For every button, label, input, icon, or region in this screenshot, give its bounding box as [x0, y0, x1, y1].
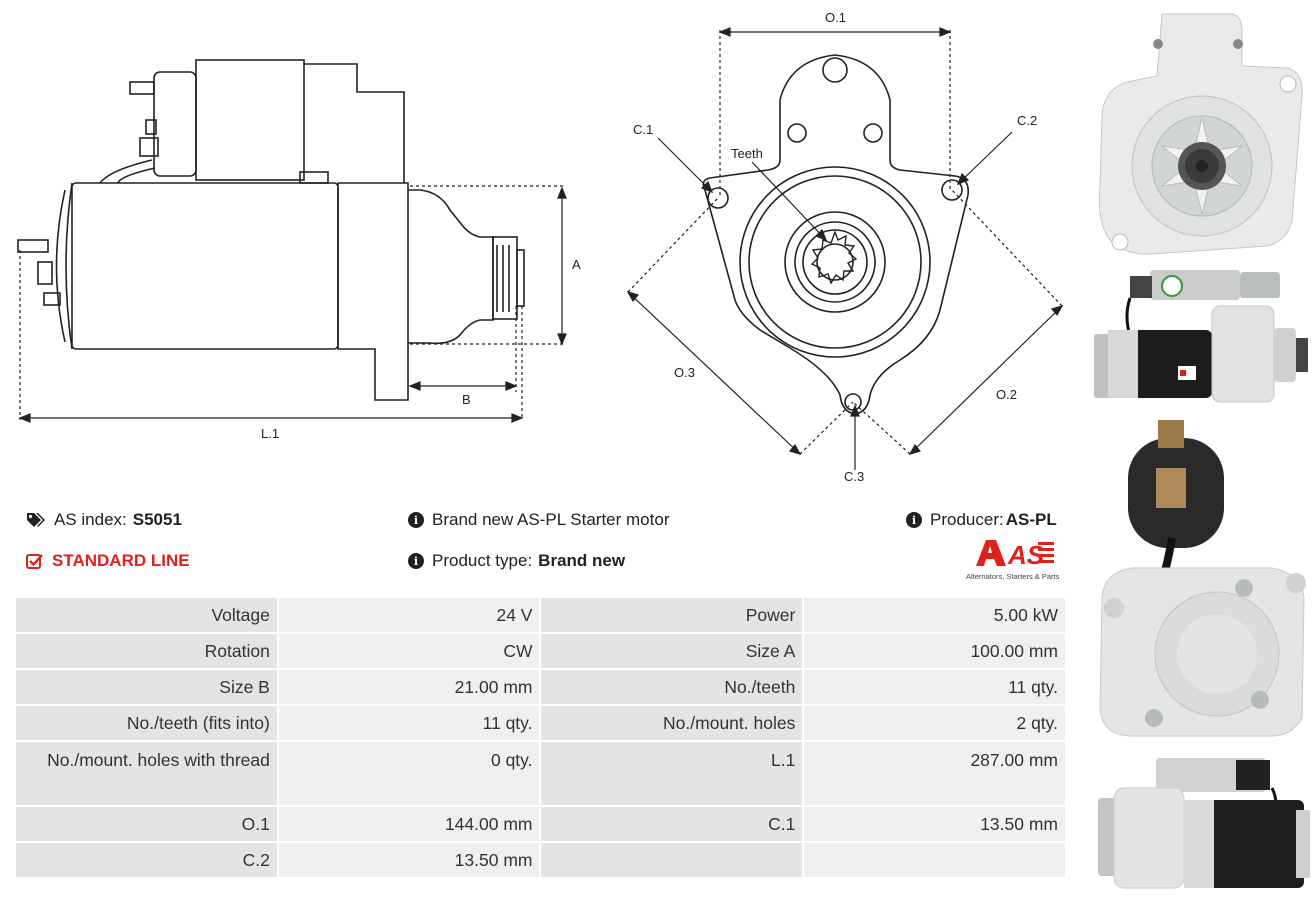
spec-value: 21.00 mm [278, 670, 540, 704]
as-index-value: S5051 [132, 510, 182, 529]
dim-label-o3: O.3 [674, 365, 695, 380]
dim-label-o1: O.1 [825, 10, 846, 25]
dim-label-c3: C.3 [844, 469, 864, 484]
spec-label: C.1 [541, 807, 803, 841]
spec-label: Power [541, 598, 803, 632]
spec-label: No./mount. holes [541, 706, 803, 740]
spec-value: CW [278, 634, 540, 668]
product-photo-rear[interactable] [1092, 418, 1314, 740]
spec-label: Size B [16, 670, 277, 704]
product-type-label: Product type: [432, 551, 533, 570]
spec-value: 13.50 mm [278, 843, 540, 877]
spec-value: 11 qty. [278, 706, 540, 740]
side-view-drawing: A B L.1 [17, 59, 581, 441]
dim-label-c1: C.1 [633, 122, 653, 137]
product-photo-side-alt[interactable] [1096, 748, 1312, 896]
producer-label: Producer: [930, 510, 1004, 529]
as-index-label: AS index: [54, 510, 127, 529]
spec-value: 287.00 mm [804, 742, 1065, 805]
spec-value: 144.00 mm [278, 807, 540, 841]
spec-label: Voltage [16, 598, 277, 632]
spec-value: 24 V [278, 598, 540, 632]
spec-value: 5.00 kW [804, 598, 1065, 632]
dim-label-b: B [462, 392, 471, 407]
tag-icon [27, 513, 45, 527]
product-type-info: i Product type: Brand new [408, 549, 625, 573]
spec-label: No./teeth (fits into) [16, 706, 277, 740]
info-icon: i [408, 553, 424, 569]
dim-label-l1: L.1 [261, 426, 279, 441]
spec-label: L.1 [541, 742, 803, 805]
spec-label: Size A [541, 634, 803, 668]
standard-line: STANDARD LINE [26, 549, 190, 573]
description-text: Brand new AS-PL Starter motor [432, 510, 670, 529]
producer-value: AS-PL [1005, 510, 1057, 529]
description-info: i Brand new AS-PL Starter motor [408, 508, 669, 532]
dim-label-c2: C.2 [1017, 113, 1037, 128]
spec-label [541, 843, 803, 877]
product-photo-side[interactable] [1090, 266, 1312, 406]
producer-info: i Producer: AS-PL [906, 508, 1057, 532]
dim-label-a: A [572, 257, 581, 272]
standard-line-label: STANDARD LINE [52, 551, 190, 570]
checkbox-icon [26, 554, 43, 569]
product-photo-front[interactable] [1092, 6, 1312, 260]
as-pl-logo: AS Alternators, Starters & Parts [966, 538, 1068, 582]
product-type-value: Brand new [538, 551, 626, 570]
spec-value: 11 qty. [804, 670, 1065, 704]
spec-label: Rotation [16, 634, 277, 668]
spec-value: 13.50 mm [804, 807, 1065, 841]
spec-value: 2 qty. [804, 706, 1065, 740]
logo-tagline: Alternators, Starters & Parts [966, 572, 1060, 581]
spec-label: C.2 [16, 843, 277, 877]
dim-label-teeth: Teeth [731, 146, 763, 161]
info-icon: i [408, 512, 424, 528]
dim-label-o2: O.2 [996, 387, 1017, 402]
logo-mark: AS [976, 540, 1054, 570]
spec-value: 0 qty. [278, 742, 540, 805]
spec-label: No./mount. holes with thread [16, 742, 277, 805]
spec-value [804, 843, 1065, 877]
info-icon: i [906, 512, 922, 528]
spec-label: O.1 [16, 807, 277, 841]
spec-label: No./teeth [541, 670, 803, 704]
as-index-info: AS index: S5051 [26, 508, 182, 532]
front-view-drawing: O.1 C.1 C.2 Teeth O.3 O.2 C.3 [626, 10, 1064, 484]
spec-row: No./teeth (fits into)11 qty.No./mount. h… [16, 706, 1065, 740]
spec-value: 100.00 mm [804, 634, 1065, 668]
